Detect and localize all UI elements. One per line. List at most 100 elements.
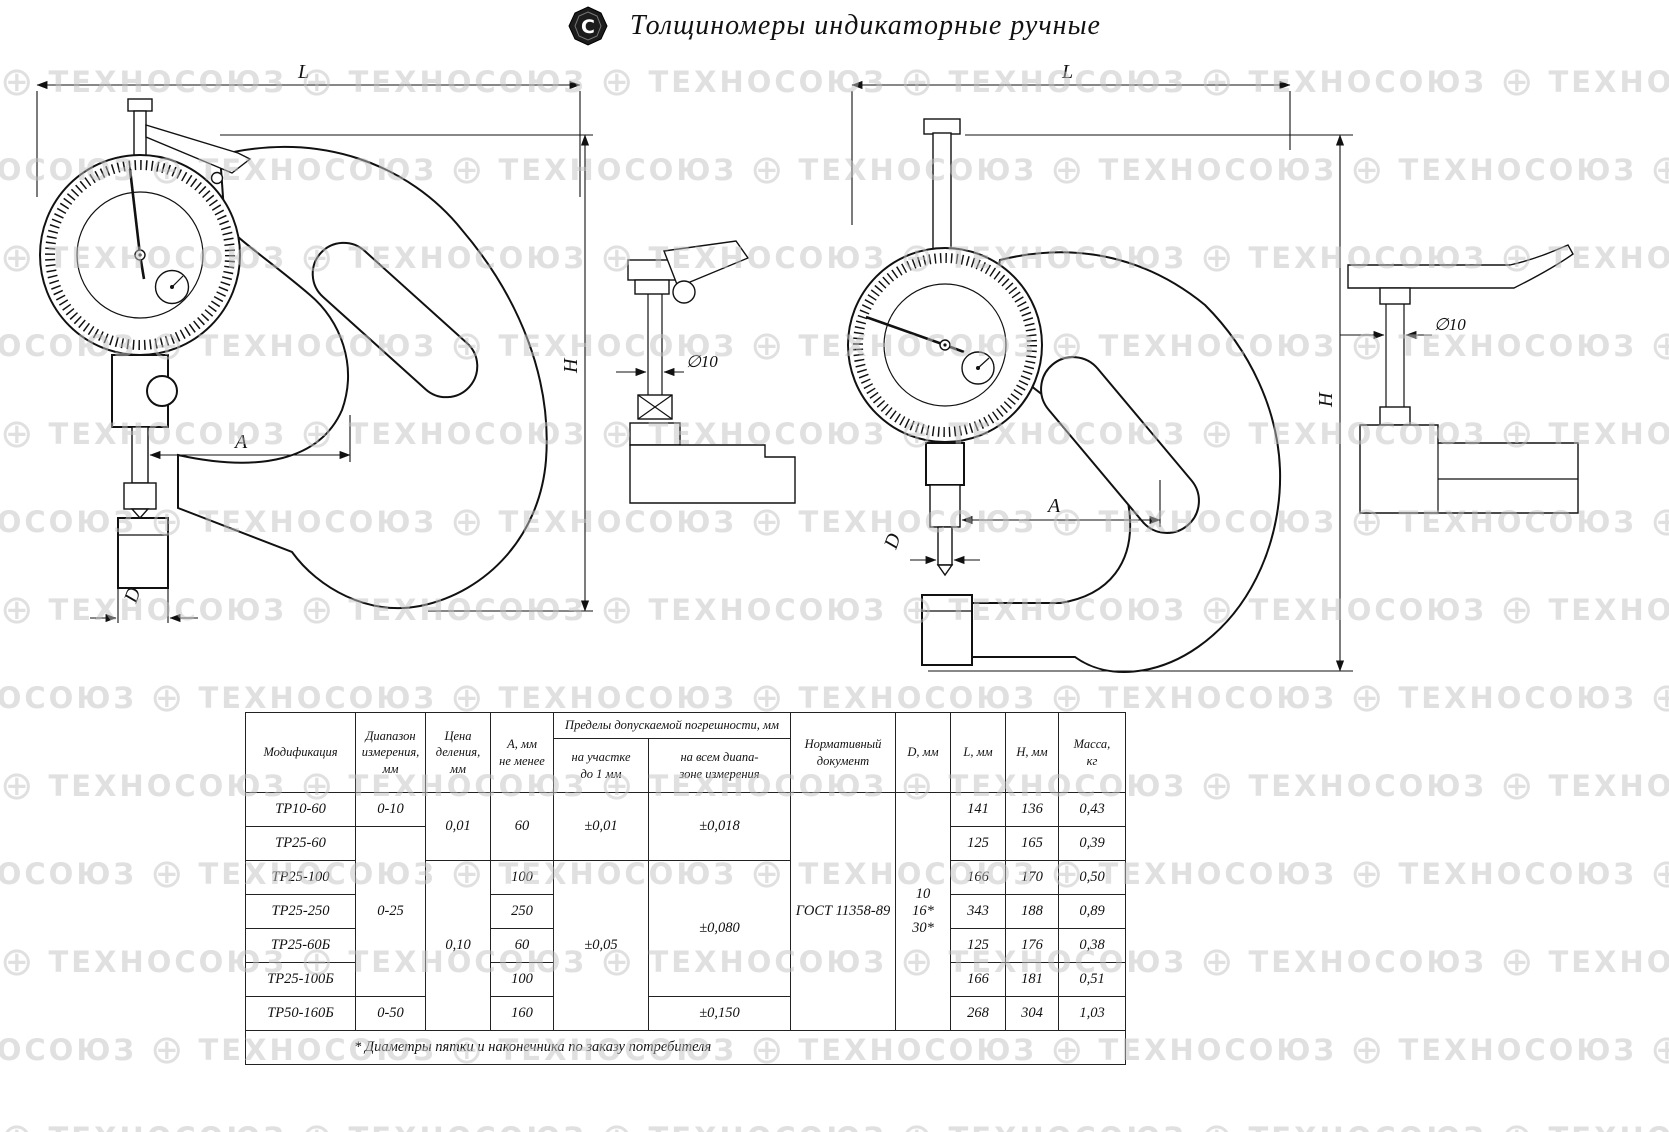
watermark-text: ТЕХНОСОЮЗ bbox=[0, 857, 137, 891]
globe-icon: ⊕ bbox=[0, 939, 37, 985]
watermark-unit: ⊕ ТЕХНОСОЮЗ bbox=[1200, 1118, 1487, 1132]
spec-table: Модификация Диапазон измерения, мм Цена … bbox=[245, 712, 1126, 1065]
watermark-unit: ⊕ТЕХНОСОЮЗ bbox=[0, 854, 137, 894]
watermark-unit: ⊕ ТЕХНОСОЮЗ bbox=[300, 1118, 587, 1132]
mass-cell: 0,51 bbox=[1058, 962, 1126, 997]
dimension-D: D bbox=[90, 584, 198, 623]
globe-icon: ⊕ bbox=[1500, 939, 1537, 985]
model-cell: ТР50-160Б bbox=[245, 996, 356, 1031]
globe-icon: ⊕ bbox=[150, 1027, 187, 1073]
lifting-lever bbox=[127, 98, 252, 185]
mass-cell: 0,43 bbox=[1058, 792, 1126, 827]
globe-icon: ⊕ bbox=[1350, 851, 1387, 897]
watermark-unit: ⊕ТЕХНОСОЮЗ bbox=[1500, 942, 1669, 982]
error-section-cell: ±0,01 bbox=[553, 792, 649, 861]
a-cell: 100 bbox=[490, 962, 554, 997]
dial-indicator bbox=[847, 247, 1043, 443]
dim-D-label: D bbox=[880, 530, 906, 553]
col-header-error-group: Пределы допускаемой погрешности, мм bbox=[553, 712, 791, 739]
dim-A-label: A bbox=[233, 431, 248, 453]
globe-icon: ⊕ bbox=[1650, 150, 1669, 190]
logo-icon: С bbox=[568, 6, 608, 46]
h-cell: 170 bbox=[1005, 860, 1059, 895]
globe-icon: ⊕ bbox=[1200, 1118, 1237, 1132]
watermark-unit: ⊕ТЕХНОСОЮЗ bbox=[1200, 942, 1487, 982]
watermark-unit: ⊕ТЕХНОСОЮЗ bbox=[1350, 854, 1637, 894]
model-cell: ТР25-100Б bbox=[245, 962, 356, 997]
dim-A-label: A bbox=[1046, 495, 1061, 517]
anvil bbox=[921, 594, 973, 666]
watermark-unit: ⊕ТЕХНОСОЮЗ bbox=[1200, 766, 1487, 806]
model-cell: ТР25-60Б bbox=[245, 928, 356, 963]
globe-icon: ⊕ bbox=[1650, 326, 1669, 366]
globe-icon: ⊕ bbox=[1350, 1027, 1387, 1073]
anvil bbox=[117, 517, 169, 589]
watermark-unit: ⊕ ТЕХНОСОЮЗ bbox=[1350, 1030, 1637, 1070]
col-header-mass: Масса, кг bbox=[1058, 712, 1126, 793]
error-full-cell: ±0,150 bbox=[648, 996, 791, 1031]
detail-view-left: ∅10 bbox=[616, 240, 796, 504]
h-cell: 188 bbox=[1005, 894, 1059, 929]
watermark-text: ТЕХНОСОЮЗ bbox=[1098, 1033, 1337, 1067]
watermark-unit: ⊕ТЕХНОСОЮЗ bbox=[0, 1030, 137, 1070]
model-cell: ТР25-250 bbox=[245, 894, 356, 929]
page-header: С Толщиномеры индикаторные ручные bbox=[0, 6, 1669, 46]
range-cell: 0-25 bbox=[355, 826, 426, 997]
col-header-d: D, мм bbox=[895, 712, 951, 793]
globe-icon: ⊕ bbox=[1650, 502, 1669, 542]
spindle-assembly bbox=[925, 442, 965, 577]
range-cell: 0-10 bbox=[355, 792, 426, 827]
col-header-a-min: А, мм не менее bbox=[490, 712, 554, 793]
watermark-unit: ⊕ТЕХНОСОЮЗ bbox=[0, 766, 287, 806]
plunger-stem bbox=[923, 118, 961, 252]
watermark-text: ТЕХНОСОЮЗ bbox=[1249, 1121, 1487, 1132]
l-cell: 125 bbox=[950, 928, 1006, 963]
dia10-label: ∅10 bbox=[1434, 315, 1466, 334]
l-cell: 343 bbox=[950, 894, 1006, 929]
globe-icon: ⊕ bbox=[150, 851, 187, 897]
watermark-text: ТЕХНОСОЮЗ bbox=[49, 1121, 287, 1132]
watermark-text: ТЕХНОСОЮЗ bbox=[1398, 1033, 1637, 1067]
table-row: ТР25-100Б 100 166 181 0,51 bbox=[245, 962, 1126, 997]
globe-icon: ⊕ bbox=[0, 763, 37, 809]
globe-icon: ⊕ bbox=[300, 1118, 337, 1132]
model-cell: ТР25-100 bbox=[245, 860, 356, 895]
a-cell: 160 bbox=[490, 996, 554, 1031]
dimension-D: D bbox=[880, 530, 980, 565]
model-cell: ТР25-60 bbox=[245, 826, 356, 861]
dim-H-label: H bbox=[560, 357, 582, 374]
mass-cell: 0,89 bbox=[1058, 894, 1126, 929]
watermark-text: ТЕХНОСОЮЗ bbox=[349, 1121, 587, 1132]
page-title: Толщиномеры индикаторные ручные bbox=[630, 10, 1101, 41]
table-row: ТР25-100 0,10 100 ±0,05 ±0,080 166 170 0… bbox=[245, 860, 1126, 1031]
dimension-A: A bbox=[149, 415, 351, 462]
l-cell: 166 bbox=[950, 860, 1006, 895]
logo-letter: С bbox=[581, 16, 595, 38]
globe-icon: ⊕ bbox=[1500, 763, 1537, 809]
spindle-assembly bbox=[111, 354, 178, 520]
h-cell: 165 bbox=[1005, 826, 1059, 861]
col-header-l: L, мм bbox=[950, 712, 1006, 793]
col-header-h: Н, мм bbox=[1005, 712, 1059, 793]
dia10-label: ∅10 bbox=[686, 352, 718, 371]
footnote-row: * Диаметры пятки и наконечника по заказу… bbox=[245, 1030, 1126, 1065]
model-cell: ТР10-60 bbox=[245, 792, 356, 827]
watermark-unit: ⊕ТЕХНОСОЮЗ bbox=[1500, 766, 1669, 806]
division-cell: 0,01 bbox=[425, 792, 491, 861]
h-cell: 136 bbox=[1005, 792, 1059, 827]
watermark-unit: ⊕ТЕХНОСОЮЗ bbox=[1650, 150, 1669, 190]
h-cell: 304 bbox=[1005, 996, 1059, 1031]
frame-body bbox=[177, 145, 548, 610]
detail-view-right: ∅10 bbox=[1340, 244, 1579, 514]
globe-icon: ⊕ bbox=[1500, 1118, 1537, 1132]
globe-icon: ⊕ bbox=[0, 1118, 37, 1132]
globe-icon: ⊕ bbox=[1650, 854, 1669, 894]
col-header-range: Диапазон измерения, мм bbox=[355, 712, 426, 793]
col-header-division: Цена деления, мм bbox=[425, 712, 491, 793]
a-cell: 60 bbox=[490, 928, 554, 963]
l-cell: 268 bbox=[950, 996, 1006, 1031]
watermark-text: ТЕХНОСОЮЗ bbox=[649, 1121, 887, 1132]
globe-icon: ⊕ bbox=[1650, 678, 1669, 718]
mass-cell: 0,50 bbox=[1058, 860, 1126, 895]
